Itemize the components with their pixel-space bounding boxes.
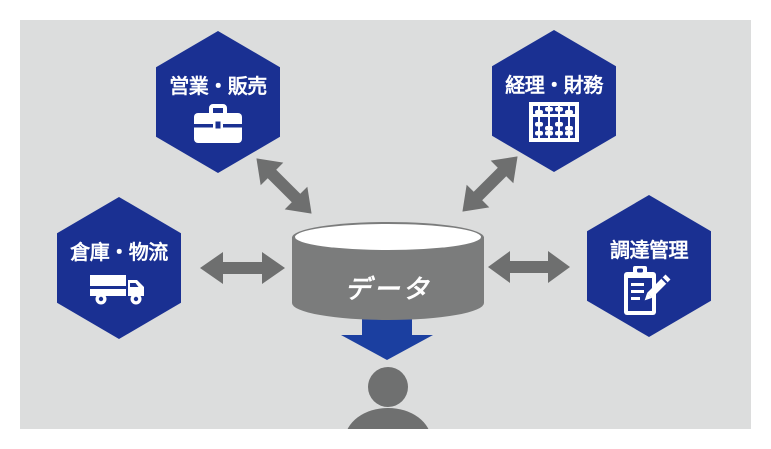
cylinder-top-rim [292, 222, 484, 253]
node-warehouse-label: 倉庫・物流 [70, 242, 168, 264]
node-warehouse-hexagon: 倉庫・物流 [57, 197, 181, 339]
data-cylinder: データ [292, 222, 484, 320]
abacus-icon [492, 102, 616, 142]
node-finance-label: 経理・財務 [505, 75, 603, 97]
cylinder-top-surface [295, 224, 481, 250]
node-procurement-hexagon: 調達管理 [587, 195, 711, 337]
briefcase-icon [156, 104, 280, 143]
truck-icon [57, 273, 181, 305]
double-arrow-sales-center [256, 158, 312, 214]
double-arrow-finance-center [462, 156, 518, 212]
person-body [345, 408, 431, 429]
node-procurement-label: 調達管理 [610, 240, 689, 262]
data-label: データ [344, 274, 432, 304]
person-icon [368, 367, 408, 407]
clipboard-pencil-icon [587, 265, 711, 317]
double-arrow-warehouse-center [200, 252, 285, 284]
double-arrow-procurement-center [488, 251, 570, 283]
node-sales-label: 営業・販売 [169, 76, 267, 98]
diagram-stage: データ 営業・販売 経理・財務 [20, 20, 751, 429]
